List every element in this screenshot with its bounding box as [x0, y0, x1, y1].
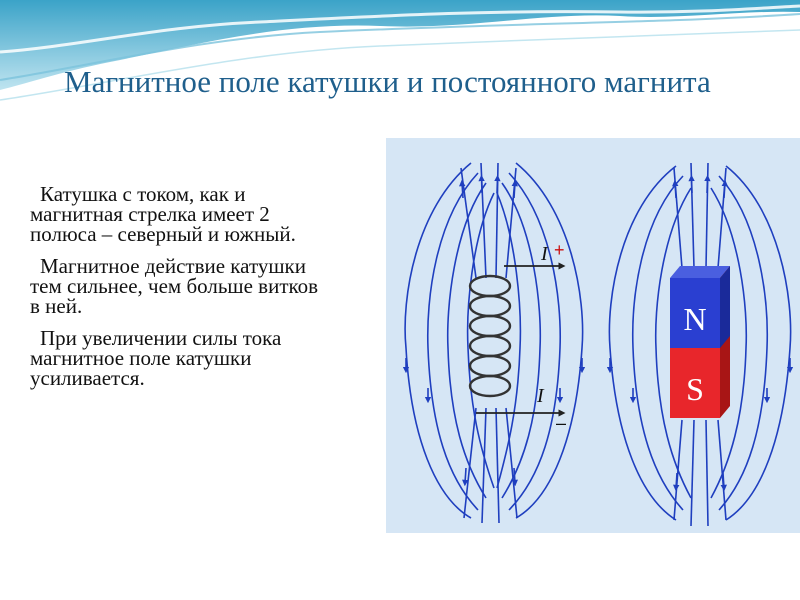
south-pole-label: S — [686, 371, 704, 407]
magnet-field-lines — [608, 162, 792, 527]
coil-leads — [476, 262, 566, 417]
magnetic-field-figure: I + I – N S — [386, 138, 800, 533]
coil-field-arrows — [402, 174, 586, 487]
magnet-north-pole — [670, 278, 720, 348]
slide-title: Магнитное поле катушки и постоянного маг… — [64, 64, 711, 99]
coil-field-lines — [404, 162, 584, 524]
minus-sign: – — [556, 413, 566, 433]
paragraph-turns: Магнитное действие катушки тем сильнее, … — [30, 254, 319, 318]
coil — [468, 274, 512, 398]
slide-body: Катушка с током, как и магнитная стрелка… — [30, 184, 330, 400]
paragraph-coil-poles: Катушка с током, как и магнитная стрелка… — [30, 182, 296, 246]
magnet-field-arrows — [606, 174, 794, 492]
plus-sign: + — [554, 240, 565, 260]
paragraph-current: При увеличении силы тока магнитное поле … — [30, 326, 282, 390]
magnet-south-pole — [670, 348, 720, 418]
current-label-top: I — [540, 243, 549, 265]
north-pole-label: N — [683, 301, 706, 337]
figure-background — [386, 138, 800, 533]
current-label-bottom: I — [536, 385, 545, 407]
header-wave-decoration — [0, 0, 800, 101]
bar-magnet — [670, 266, 730, 418]
